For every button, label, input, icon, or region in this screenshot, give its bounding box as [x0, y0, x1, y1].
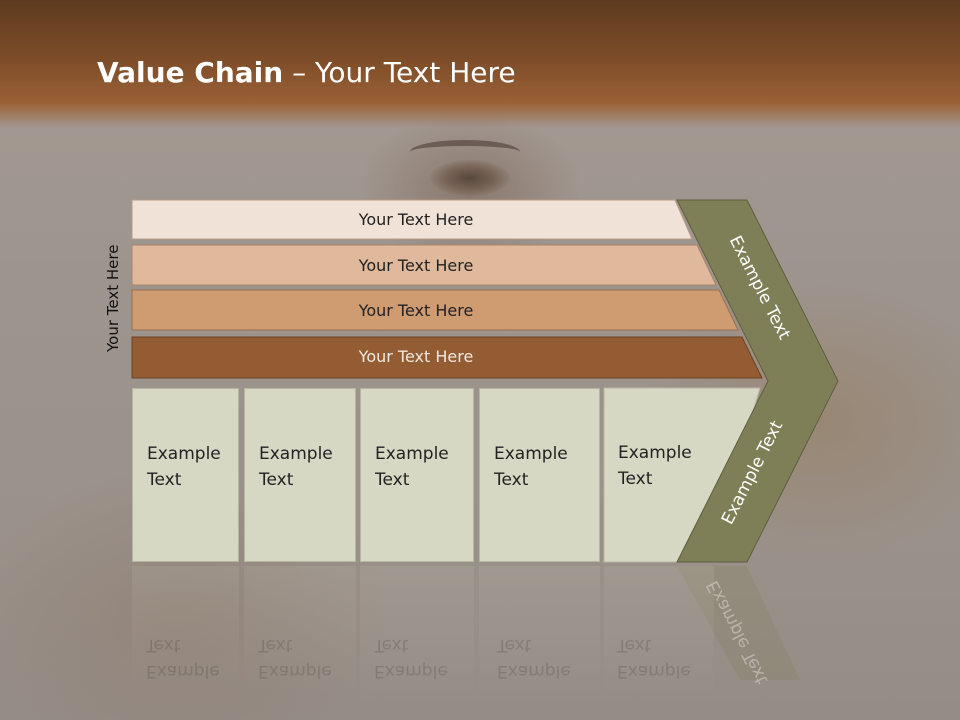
title-rest: – Your Text Here [283, 56, 516, 89]
bar-3-label: Your Text Here [358, 300, 474, 320]
card-1-line1: Example [147, 444, 221, 464]
card-3[interactable]: Example Text [360, 388, 474, 562]
card-4-reflection [479, 566, 600, 696]
card-5-reflection [604, 566, 714, 696]
card-1-reflection [132, 566, 239, 696]
card-2[interactable]: Example Text [244, 388, 356, 562]
bar-3-shape[interactable] [131, 289, 739, 331]
bar-3[interactable]: Your Text Here [132, 291, 700, 329]
card-1[interactable]: Example Text [132, 388, 239, 562]
bar-2-label: Your Text Here [358, 255, 474, 275]
bar-4[interactable]: Your Text Here [132, 337, 700, 375]
chevron-reflection [677, 566, 800, 680]
bar-4-label: Your Text Here [358, 346, 474, 366]
card-4-line1: Example [494, 444, 568, 464]
chevron-arrow[interactable] [676, 199, 839, 563]
card-2-line1: Example [259, 444, 333, 464]
background-eye [430, 160, 510, 196]
card-3-line1: Example [375, 444, 449, 464]
card-4[interactable]: Example Text [479, 388, 600, 562]
card-5-line1: Example [618, 443, 692, 463]
title-bold: Value Chain [97, 56, 284, 89]
card-1-line2: Text [147, 470, 182, 490]
card-2-line2: Text [259, 470, 294, 490]
bar-1-label: Your Text Here [358, 209, 474, 229]
card-5[interactable]: Example Text [604, 388, 714, 562]
card-4-line2: Text [494, 470, 529, 490]
bar-1-shape[interactable] [131, 199, 693, 240]
bar-4-shape[interactable] [131, 336, 763, 379]
card-3-reflection [360, 566, 474, 696]
bar-2[interactable]: Your Text Here [132, 246, 700, 284]
background-eyebrow [410, 140, 520, 164]
card-5-line2: Text [618, 469, 653, 489]
bar-1[interactable]: Your Text Here [132, 200, 700, 238]
title-banner [0, 0, 960, 128]
card-3-line2: Text [375, 470, 410, 490]
card-2-reflection [244, 566, 356, 696]
bar-2-shape[interactable] [131, 244, 717, 286]
slide-title[interactable]: Value Chain – Your Text Here [97, 56, 516, 89]
